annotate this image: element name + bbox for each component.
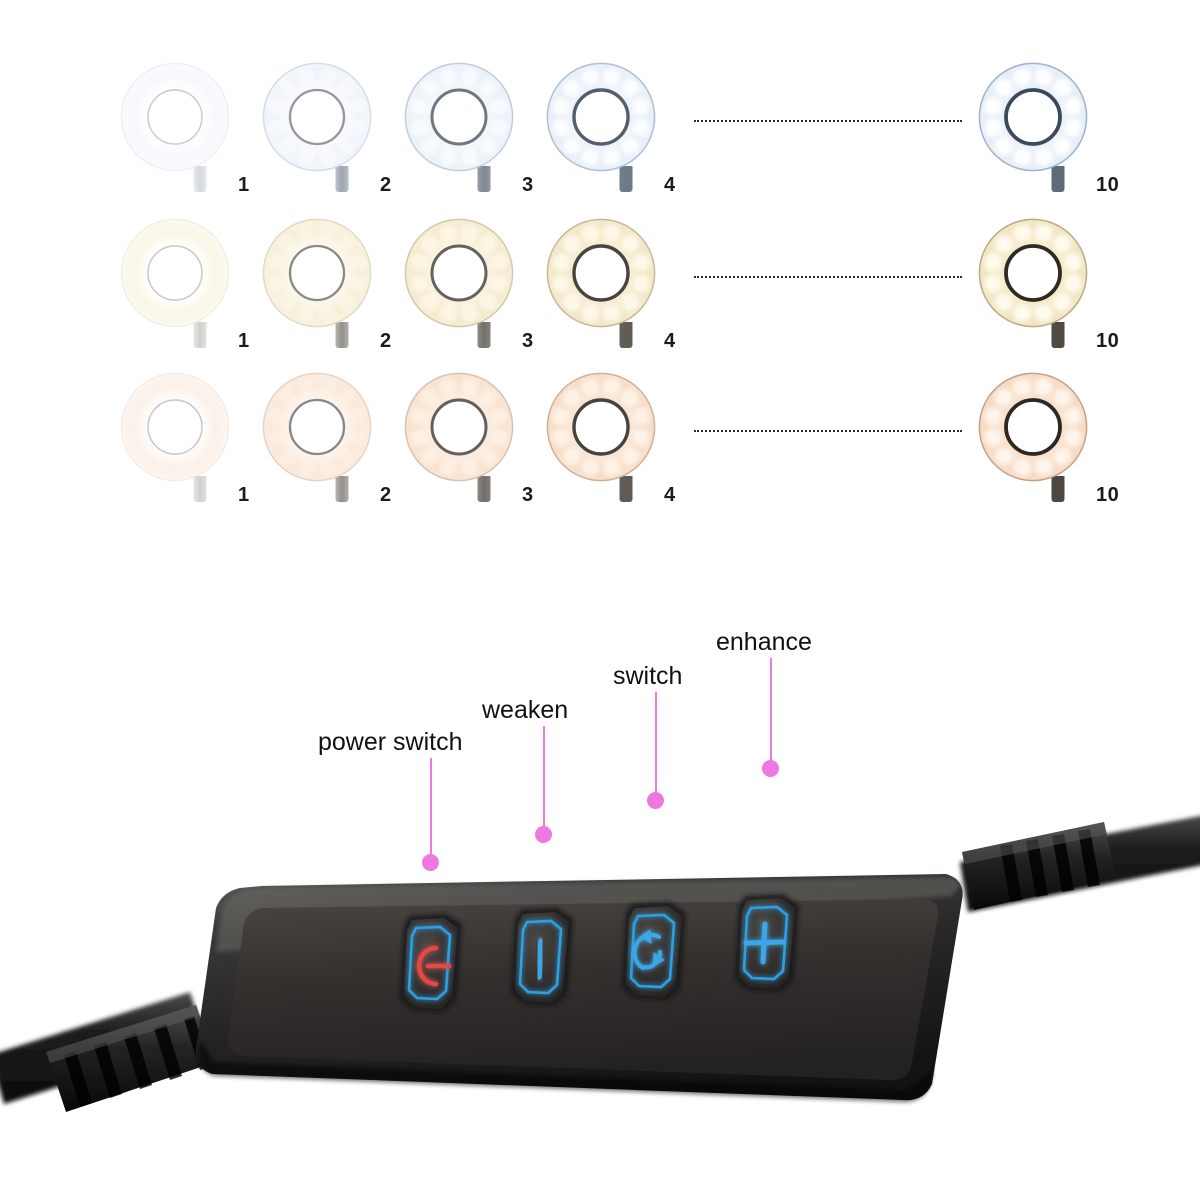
- ring-light-level-2: 2: [262, 62, 422, 222]
- ring-row-cool-white: 1 2 3 4 10: [0, 62, 1200, 222]
- ring-level-label: 3: [522, 330, 534, 352]
- ring-light-level-1: 1: [120, 372, 280, 532]
- ring-light-face: [120, 372, 230, 482]
- weaken-button[interactable]: [511, 908, 573, 1006]
- ring-stem: [477, 166, 491, 192]
- ring-light-level-10: 10: [978, 372, 1138, 532]
- button-outline: [407, 925, 452, 1001]
- ring-light-level-10: 10: [978, 218, 1138, 378]
- ring-light-face: [546, 218, 656, 328]
- ring-stem: [1051, 166, 1065, 192]
- ring-light-level-10: 10: [978, 62, 1138, 222]
- brightness-level-chart: 1 2 3 4 10 1 2 3 4 10 1 2 3 4 10: [0, 62, 1200, 532]
- callout-dot-enhance: [762, 760, 779, 777]
- callout-label-weaken: weaken: [482, 696, 569, 724]
- strain-relief-boot-left: [46, 1005, 216, 1112]
- ring-light-face: [978, 372, 1088, 482]
- ring-light-level-3: 3: [404, 372, 564, 532]
- ring-light-face: [404, 218, 514, 328]
- ring-light-face: [546, 372, 656, 482]
- ring-level-label: 2: [380, 484, 392, 506]
- ring-light-level-4: 4: [546, 372, 706, 532]
- ring-light-level-3: 3: [404, 62, 564, 222]
- power-switch-button[interactable]: [400, 914, 462, 1012]
- ring-level-label: 1: [238, 330, 250, 352]
- ring-level-label: 1: [238, 484, 250, 506]
- callout-leader-line-weaken: [543, 726, 545, 830]
- callout-leader-line-power-switch: [430, 758, 432, 858]
- ring-level-label: 2: [380, 330, 392, 352]
- ring-level-label: 10: [1096, 174, 1120, 196]
- ring-light-face: [120, 62, 230, 172]
- ring-light-level-2: 2: [262, 218, 422, 378]
- ring-level-label: 10: [1096, 484, 1120, 506]
- ring-stem: [1051, 322, 1065, 348]
- ring-light-level-4: 4: [546, 62, 706, 222]
- ring-level-label: 10: [1096, 330, 1120, 352]
- button-outline: [518, 919, 563, 995]
- ring-stem: [619, 322, 633, 348]
- ring-level-label: 1: [238, 174, 250, 196]
- callout-label-switch: switch: [613, 662, 683, 690]
- level-range-dashed-connector: [694, 276, 962, 278]
- ring-light-face: [404, 372, 514, 482]
- ring-stem: [1051, 476, 1065, 502]
- callout-leader-line-enhance: [770, 658, 772, 764]
- ring-light-face: [262, 62, 372, 172]
- ring-stem: [193, 322, 207, 348]
- power-icon: [416, 945, 452, 987]
- ring-row-warm-yellow: 1 2 3 4 10: [0, 218, 1200, 378]
- ring-light-face: [262, 372, 372, 482]
- callout-leader-line-switch: [655, 692, 657, 796]
- ring-stem: [335, 476, 349, 502]
- controller-illustration: [0, 815, 1200, 1112]
- button-outline: [629, 913, 676, 989]
- switch-button[interactable]: [622, 902, 686, 1000]
- ring-stem: [335, 322, 349, 348]
- callout-dot-weaken: [535, 826, 552, 843]
- ring-light-level-2: 2: [262, 372, 422, 532]
- ring-stem: [619, 166, 633, 192]
- ring-stem: [477, 476, 491, 502]
- ring-light-level-1: 1: [120, 218, 280, 378]
- ring-light-face: [546, 62, 656, 172]
- ring-light-face: [404, 62, 514, 172]
- enhance-button[interactable]: [735, 894, 799, 992]
- ring-light-face: [978, 218, 1088, 328]
- ring-row-warm-peach: 1 2 3 4 10: [0, 372, 1200, 532]
- level-range-dashed-connector: [694, 120, 962, 122]
- button-outline: [742, 905, 789, 981]
- callout-dot-power-switch: [422, 854, 439, 871]
- ring-stem: [193, 166, 207, 192]
- ring-light-level-3: 3: [404, 218, 564, 378]
- strain-relief-boot-right: [962, 822, 1116, 910]
- ring-stem: [193, 476, 207, 502]
- callout-dot-switch: [647, 792, 664, 809]
- ring-stem: [619, 476, 633, 502]
- ring-level-label: 3: [522, 174, 534, 196]
- cycle-arrows-icon: [632, 929, 665, 971]
- level-range-dashed-connector: [694, 430, 962, 432]
- ring-light-face: [978, 62, 1088, 172]
- ring-level-label: 2: [380, 174, 392, 196]
- ring-level-label: 4: [664, 174, 676, 196]
- ring-light-level-1: 1: [120, 62, 280, 222]
- ring-light-level-4: 4: [546, 218, 706, 378]
- callout-label-power-switch: power switch: [318, 728, 463, 756]
- plus-icon: [743, 921, 786, 965]
- minus-bar-icon: [536, 938, 544, 980]
- ring-level-label: 4: [664, 330, 676, 352]
- controller-diagram: power switch weaken switch enhance: [0, 600, 1200, 1200]
- ring-level-label: 4: [664, 484, 676, 506]
- ring-light-face: [262, 218, 372, 328]
- ring-level-label: 3: [522, 484, 534, 506]
- ring-stem: [477, 322, 491, 348]
- ring-stem: [335, 166, 349, 192]
- ring-light-face: [120, 218, 230, 328]
- callout-label-enhance: enhance: [716, 628, 812, 656]
- controller-body: [190, 870, 980, 1110]
